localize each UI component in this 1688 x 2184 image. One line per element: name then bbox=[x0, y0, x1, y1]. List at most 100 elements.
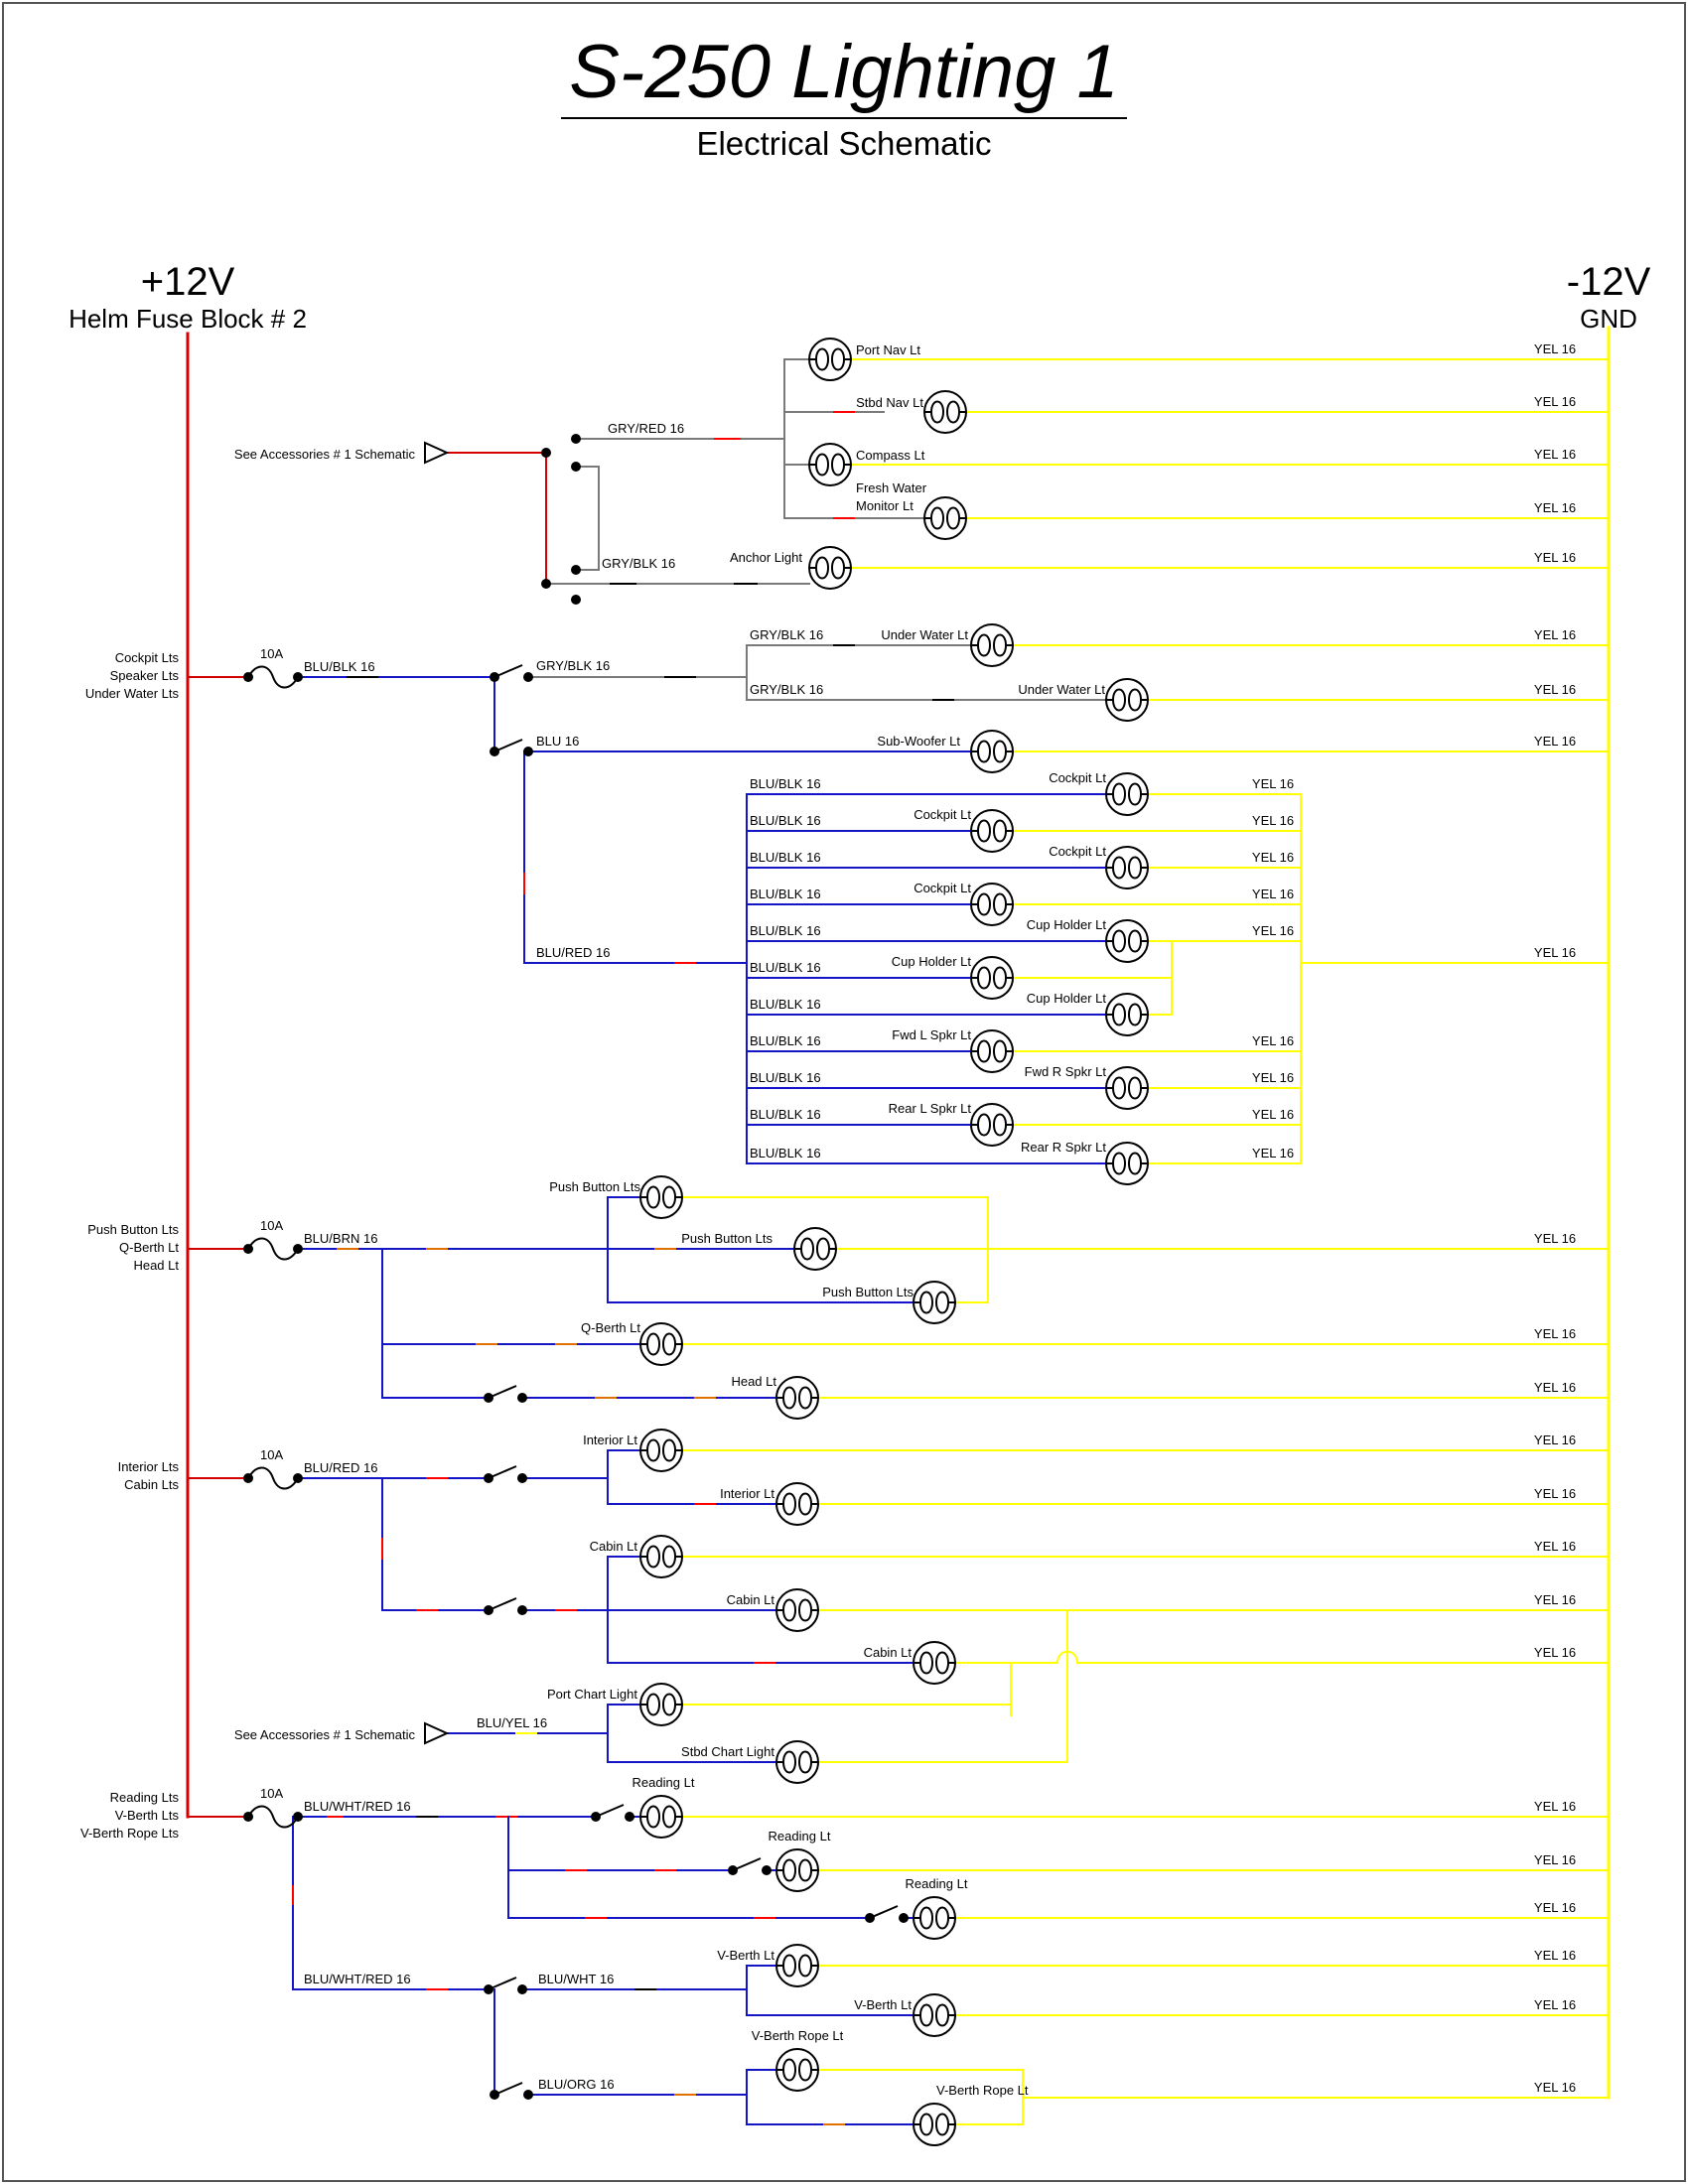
wire-label: BLU/WHT/RED 16 bbox=[304, 1972, 411, 1986]
junction-dot bbox=[517, 1605, 527, 1615]
lamp-filament bbox=[640, 1805, 661, 1829]
fuse-rating: 10A bbox=[260, 1218, 283, 1233]
lamp-filament bbox=[776, 1492, 797, 1516]
lamp-filament bbox=[815, 1237, 836, 1261]
lamp-filament bbox=[797, 1750, 818, 1774]
lamp-filament bbox=[971, 819, 992, 843]
junction-dot bbox=[243, 672, 253, 682]
lamp-filament bbox=[797, 1954, 818, 1978]
fuse-icon bbox=[247, 1237, 299, 1261]
lamp-filament bbox=[1106, 929, 1127, 953]
lamp-filament bbox=[971, 1039, 992, 1063]
junction-dot bbox=[517, 1984, 527, 1994]
junction-dot bbox=[899, 1913, 909, 1923]
junction-dot bbox=[293, 1244, 303, 1254]
lamp-label: Head Lt bbox=[731, 1374, 776, 1389]
ground-wire-label: YEL 16 bbox=[1534, 2080, 1576, 2095]
ground-wire-label: YEL 16 bbox=[1252, 887, 1294, 901]
lamp-filament bbox=[661, 1438, 682, 1462]
wire-label: BLU/BLK 16 bbox=[750, 997, 821, 1012]
lamp-filament bbox=[945, 400, 966, 424]
lamp-filament bbox=[971, 633, 992, 657]
lamp-label: V-Berth Lt bbox=[717, 1948, 774, 1963]
lamp-label: Cabin Lt bbox=[864, 1645, 913, 1660]
ground-wire-label: YEL 16 bbox=[1534, 1645, 1576, 1660]
ground-wire-label: YEL 16 bbox=[1534, 1592, 1576, 1607]
ground-wire-label: YEL 16 bbox=[1534, 734, 1576, 749]
lamp-label: Under Water Lt bbox=[881, 627, 968, 642]
wire-label: BLU/BLK 16 bbox=[750, 850, 821, 865]
feed-label: Cockpit Lts bbox=[115, 650, 180, 665]
ground-wire-label: YEL 16 bbox=[1534, 1852, 1576, 1867]
wire-label: BLU/YEL 16 bbox=[477, 1715, 547, 1730]
lamp-label: Cabin Lt bbox=[727, 1592, 775, 1607]
lamp-filament bbox=[1127, 688, 1148, 712]
lamp-label: Push Button Lts bbox=[681, 1231, 773, 1246]
feed-label: Reading Lts bbox=[110, 1790, 180, 1805]
ground-wire-label: YEL 16 bbox=[1534, 341, 1576, 356]
lamp-filament bbox=[992, 966, 1013, 990]
lamp-filament bbox=[1106, 1076, 1127, 1100]
lamp-filament bbox=[797, 1386, 818, 1410]
negative-voltage: -12V bbox=[1567, 260, 1651, 304]
switch-icon bbox=[488, 1977, 517, 1990]
lamp-filament bbox=[776, 1954, 797, 1978]
feed-label: Push Button Lts bbox=[87, 1222, 179, 1237]
lamp-filament bbox=[661, 1185, 682, 1209]
wire-label: GRY/BLK 16 bbox=[602, 556, 675, 571]
lamp-label: Push Button Lts bbox=[549, 1179, 640, 1194]
lamp-label: Cockpit Lt bbox=[1049, 770, 1106, 785]
fuse-rating: 10A bbox=[260, 1786, 283, 1801]
feed-label: Head Lt bbox=[133, 1258, 179, 1273]
ground-wire-label: YEL 16 bbox=[1534, 627, 1576, 642]
ground-wire-label: YEL 16 bbox=[1252, 1107, 1294, 1122]
lamp-label: Fresh Water bbox=[856, 480, 927, 495]
lamp-filament bbox=[992, 1113, 1013, 1137]
junction-dot bbox=[293, 1812, 303, 1822]
accessories-ref-label: See Accessories # 1 Schematic bbox=[234, 1727, 416, 1742]
lamp-filament bbox=[661, 1693, 682, 1716]
junction-dot bbox=[293, 672, 303, 682]
ground-wire-label: YEL 16 bbox=[1534, 1433, 1576, 1447]
lamp-label: Q-Berth Lt bbox=[581, 1320, 640, 1335]
lamp-label: Port Nav Lt bbox=[856, 342, 920, 357]
wire-label: GRY/RED 16 bbox=[608, 421, 684, 436]
lamp-filament bbox=[830, 347, 851, 371]
ground-wire-label: YEL 16 bbox=[1534, 1231, 1576, 1246]
lamp-filament bbox=[830, 453, 851, 477]
lamp-filament bbox=[971, 892, 992, 916]
feed-label: Speaker Lts bbox=[110, 668, 180, 683]
junction-dot bbox=[517, 1473, 527, 1483]
wire-label: BLU/WHT 16 bbox=[538, 1972, 614, 1986]
junction-dot bbox=[571, 565, 581, 575]
wire-label: BLU/BLK 16 bbox=[750, 813, 821, 828]
ground-wire-label: YEL 16 bbox=[1534, 945, 1576, 960]
lamp-filament bbox=[945, 506, 966, 530]
junction-dot bbox=[293, 1473, 303, 1483]
lamp-filament bbox=[924, 506, 945, 530]
ground-wire-label: YEL 16 bbox=[1252, 1070, 1294, 1085]
ground-wire-label: YEL 16 bbox=[1252, 813, 1294, 828]
wire-label: BLU/BLK 16 bbox=[750, 776, 821, 791]
lamp-filament bbox=[971, 740, 992, 763]
lamp-filament bbox=[797, 1492, 818, 1516]
lamp-filament bbox=[914, 2003, 934, 2027]
feed-label: Interior Lts bbox=[118, 1459, 180, 1474]
lamp-filament bbox=[776, 1386, 797, 1410]
switch-icon bbox=[493, 2082, 523, 2096]
wire-label: GRY/BLK 16 bbox=[750, 682, 823, 697]
ground-wire-label: YEL 16 bbox=[1534, 1997, 1576, 2012]
junction-dot bbox=[243, 1244, 253, 1254]
lamp-filament bbox=[971, 1113, 992, 1137]
switch-icon bbox=[493, 664, 523, 678]
lamp-filament bbox=[1106, 1152, 1127, 1175]
ground-wire-label: YEL 16 bbox=[1534, 682, 1576, 697]
ground-wire-label: YEL 16 bbox=[1534, 550, 1576, 565]
lamp-filament bbox=[992, 633, 1013, 657]
feed-label: Q-Berth Lt bbox=[119, 1240, 179, 1255]
wire-label: BLU 16 bbox=[536, 734, 579, 749]
switch-icon bbox=[488, 1465, 517, 1479]
fuse-rating: 10A bbox=[260, 646, 283, 661]
wire-label: BLU/BLK 16 bbox=[750, 1070, 821, 1085]
